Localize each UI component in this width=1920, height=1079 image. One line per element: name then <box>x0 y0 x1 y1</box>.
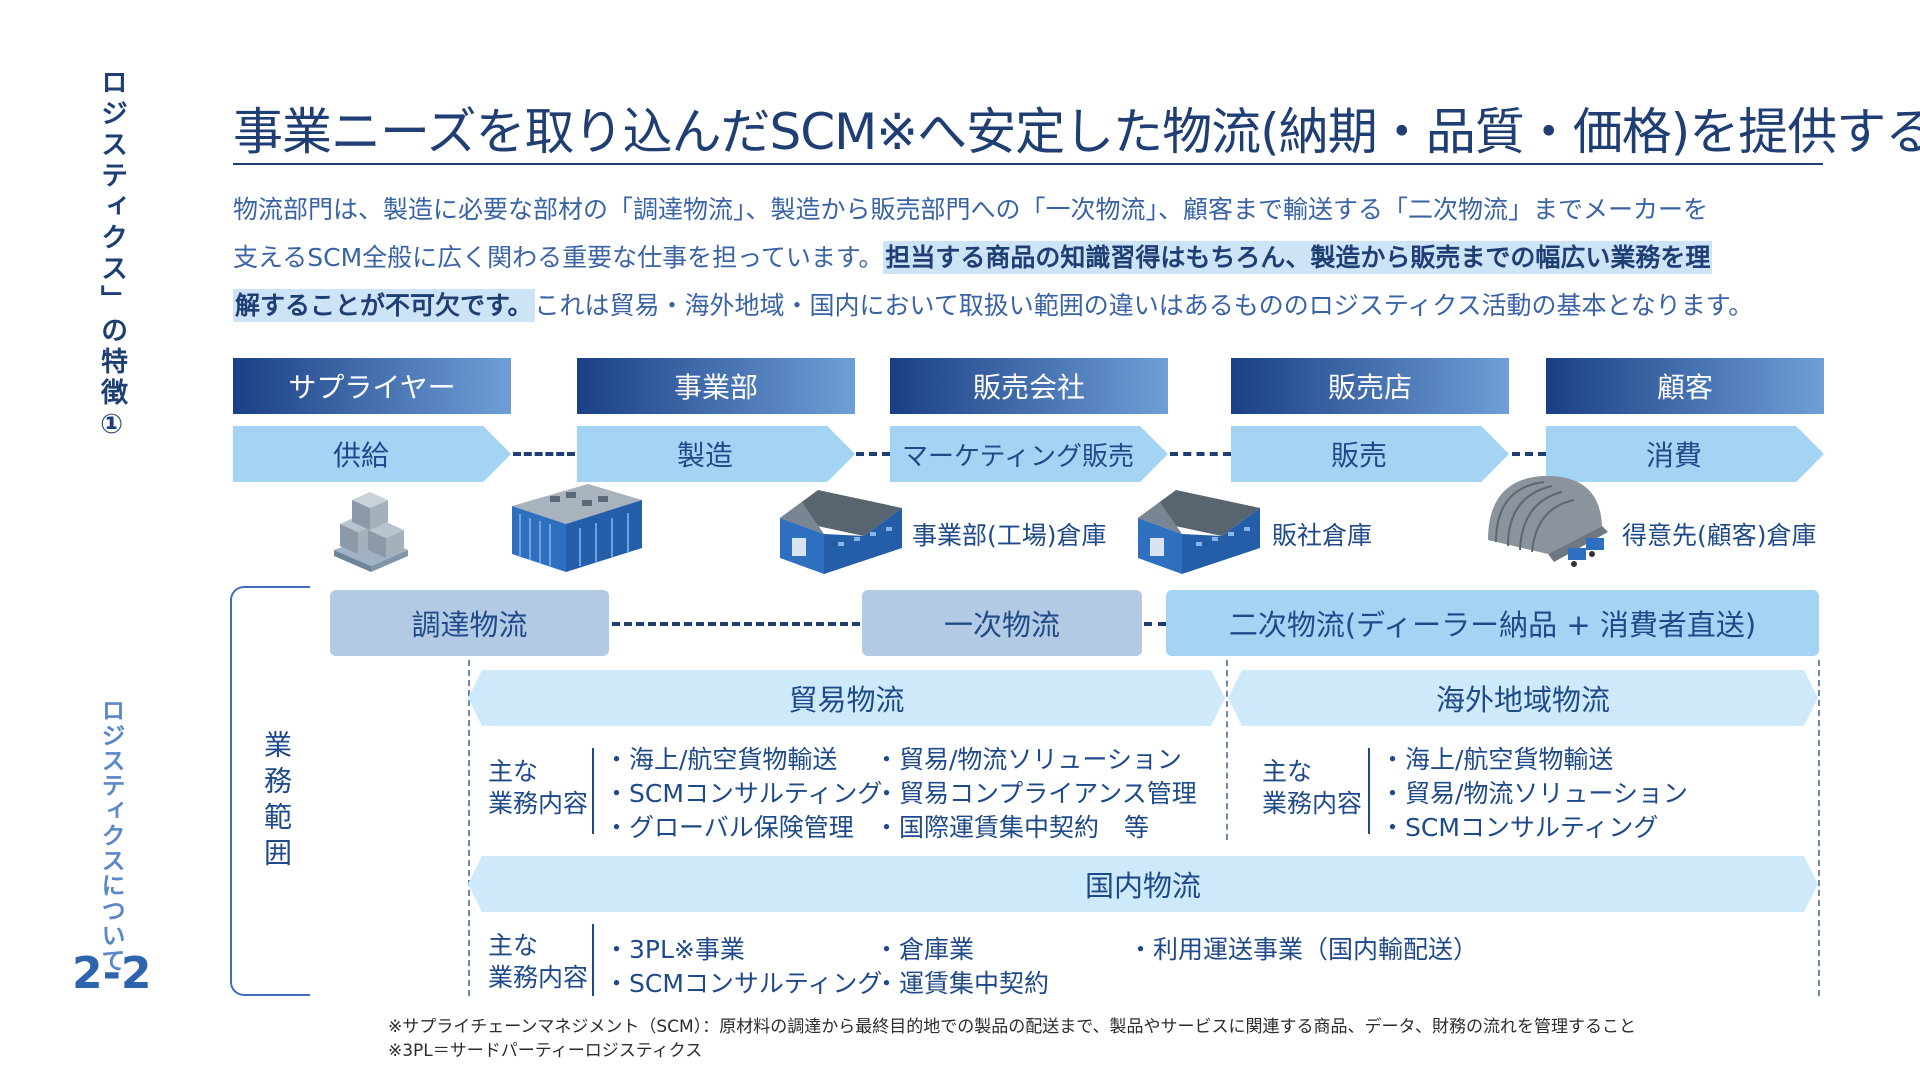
domestic-separator <box>592 924 594 996</box>
connector-dash <box>1170 452 1231 456</box>
warehouse-label-sales: 販社倉庫 <box>1272 521 1373 550</box>
flow-secondary: 二次物流(ディーラー納品 + 消費者直送) <box>1166 590 1819 656</box>
trade-item: ・国際運賃集中契約 等 <box>874 813 1150 842</box>
scope-label: 業務範囲 <box>260 730 293 874</box>
warehouse-label-customer: 得意先(顧客)倉庫 <box>1622 521 1817 550</box>
division-warehouse-icon <box>780 490 902 574</box>
activity-marketing: マーケティング販売 <box>890 426 1168 482</box>
stage-sales-company: 販売会社 <box>890 358 1168 414</box>
activity-supply: 供給 <box>233 426 511 482</box>
band-domestic-logistics: 国内物流 <box>468 856 1818 912</box>
stage-supplier: サプライヤー <box>233 358 511 414</box>
overseas-item: ・貿易/物流ソリューション <box>1380 779 1688 808</box>
scope-divider <box>1226 660 1228 840</box>
boxes-pallet-icon <box>334 492 408 572</box>
band-overseas-logistics: 海外地域物流 <box>1228 670 1818 726</box>
stage-dealer: 販売店 <box>1231 358 1509 414</box>
trade-item: ・SCMコンサルティング <box>604 779 883 808</box>
warehouse-label-division: 事業部(工場)倉庫 <box>912 521 1107 550</box>
scope-divider <box>468 660 470 996</box>
trade-item: ・貿易/物流ソリューション <box>874 745 1182 774</box>
footnote-scm: ※サプライチェーンマネジメント（SCM）：原材料の調達から最終目的地での製品の配… <box>388 1017 1637 1037</box>
trade-item: ・海上/航空貨物輸送 <box>604 745 838 774</box>
trade-separator <box>592 748 594 834</box>
overseas-item: ・SCMコンサルティング <box>1380 813 1659 842</box>
connector-dash <box>1144 622 1166 626</box>
flow-primary: 一次物流 <box>862 590 1142 656</box>
connector-dash <box>1512 452 1546 456</box>
sales-warehouse-icon <box>1138 490 1260 574</box>
domestic-heading: 主な 業務内容 <box>488 931 589 992</box>
footnote-3pl: ※3PL＝サードパーティーロジスティクス <box>388 1041 703 1061</box>
overseas-item: ・海上/航空貨物輸送 <box>1380 745 1614 774</box>
factory-building-icon <box>512 484 642 572</box>
section-side-title: ロジスティクス」の特徴① <box>96 68 127 444</box>
stage-division: 事業部 <box>577 358 855 414</box>
page-title: 事業ニーズを取り込んだSCM※へ安定した物流(納期・品質・価格)を提供する <box>233 103 1920 161</box>
domestic-item: ・運賃集中契約 <box>874 969 1050 998</box>
scope-divider <box>1818 660 1820 996</box>
overseas-heading: 主な 業務内容 <box>1262 757 1363 818</box>
connector-dash <box>612 622 860 626</box>
flow-procurement: 調達物流 <box>330 590 609 656</box>
trade-item: ・グローバル保険管理 <box>604 813 854 842</box>
intro-highlight-2: 解することが不可欠です。 <box>233 289 535 322</box>
connector-dash <box>513 452 575 456</box>
activity-sales: 販売 <box>1231 426 1509 482</box>
intro-line-1: 物流部門は、製造に必要な部材の「調達物流」、製造から販売部門への「一次物流」、顧… <box>233 195 1709 224</box>
stage-customer: 顧客 <box>1546 358 1824 414</box>
intro-line-2: 支えるSCM全般に広く関わる重要な仕事を担っています。担当する商品の知識習得はも… <box>233 238 1713 274</box>
domestic-item: ・倉庫業 <box>874 935 975 964</box>
customer-warehouse-icon <box>1488 475 1608 567</box>
activity-manufacture: 製造 <box>577 426 855 482</box>
trade-item: ・貿易コンプライアンス管理 <box>874 779 1197 808</box>
chapter-side-title: ロジスティクスについて <box>97 698 125 973</box>
intro-line-3: 解することが不可欠です。これは貿易・海外地域・国内において取扱い範囲の違いはある… <box>233 286 1753 322</box>
connector-dash <box>856 452 890 456</box>
band-trade-logistics: 貿易物流 <box>468 670 1225 726</box>
chapter-number: 2-2 <box>72 948 152 999</box>
domestic-item: ・利用運送事業（国内輸配送） <box>1128 935 1479 964</box>
domestic-item: ・3PL※事業 <box>604 935 745 964</box>
intro-line-3-plain: これは貿易・海外地域・国内において取扱い範囲の違いはあるもののロジスティクス活動… <box>534 291 1754 320</box>
title-underline <box>233 163 1823 165</box>
intro-line-2-plain: 支えるSCM全般に広く関わる重要な仕事を担っています。 <box>233 243 884 272</box>
overseas-separator <box>1368 748 1370 834</box>
scope-bracket <box>230 586 310 996</box>
domestic-item: ・SCMコンサルティング <box>604 969 883 998</box>
trade-heading: 主な 業務内容 <box>488 757 589 818</box>
activity-consumption: 消費 <box>1546 426 1824 482</box>
intro-highlight-1: 担当する商品の知識習得はもちろん、製造から販売までの幅広い業務を理 <box>883 241 1713 274</box>
